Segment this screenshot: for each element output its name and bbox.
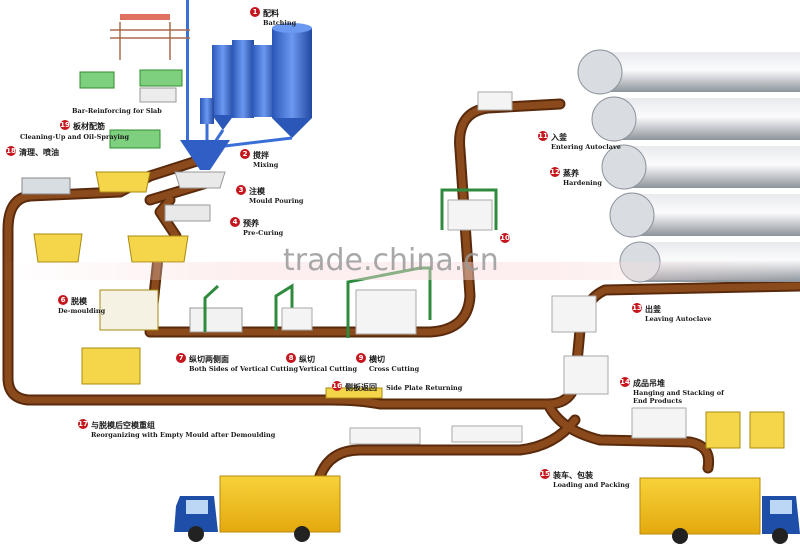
truck-left xyxy=(174,475,341,542)
step-badge: 14 xyxy=(620,376,630,387)
step-badge: 16 xyxy=(332,380,342,391)
step-badge: 17 xyxy=(78,418,88,429)
step-badge: 6 xyxy=(58,294,68,305)
step-label-10: 10 xyxy=(500,228,513,246)
step-badge: 2 xyxy=(240,148,250,159)
step-badge: 1 xyxy=(250,6,260,17)
step-badge: 4 xyxy=(230,216,240,227)
watermark-band xyxy=(0,262,800,280)
step-badge: 7 xyxy=(176,352,186,363)
step-badge: 19 xyxy=(60,119,70,130)
watermark: trade.china.cn xyxy=(283,243,499,278)
cut-blocks xyxy=(281,91,785,449)
step-badge: 11 xyxy=(538,130,548,141)
batching-silos xyxy=(180,0,312,170)
step-badge: 3 xyxy=(236,184,246,195)
reinforcing-racks xyxy=(79,14,190,149)
cutting-machines xyxy=(203,188,498,338)
truck-right xyxy=(639,477,800,544)
step-badge: 8 xyxy=(286,352,296,363)
step-badge: 15 xyxy=(540,468,550,479)
step-badge: 12 xyxy=(550,166,560,177)
step-badge: 13 xyxy=(632,302,642,313)
moulds xyxy=(21,171,383,399)
step-badge: 10 xyxy=(500,232,510,243)
step-badge: 18 xyxy=(6,145,16,156)
step-badge: 9 xyxy=(356,352,366,363)
autoclaves xyxy=(577,49,800,283)
